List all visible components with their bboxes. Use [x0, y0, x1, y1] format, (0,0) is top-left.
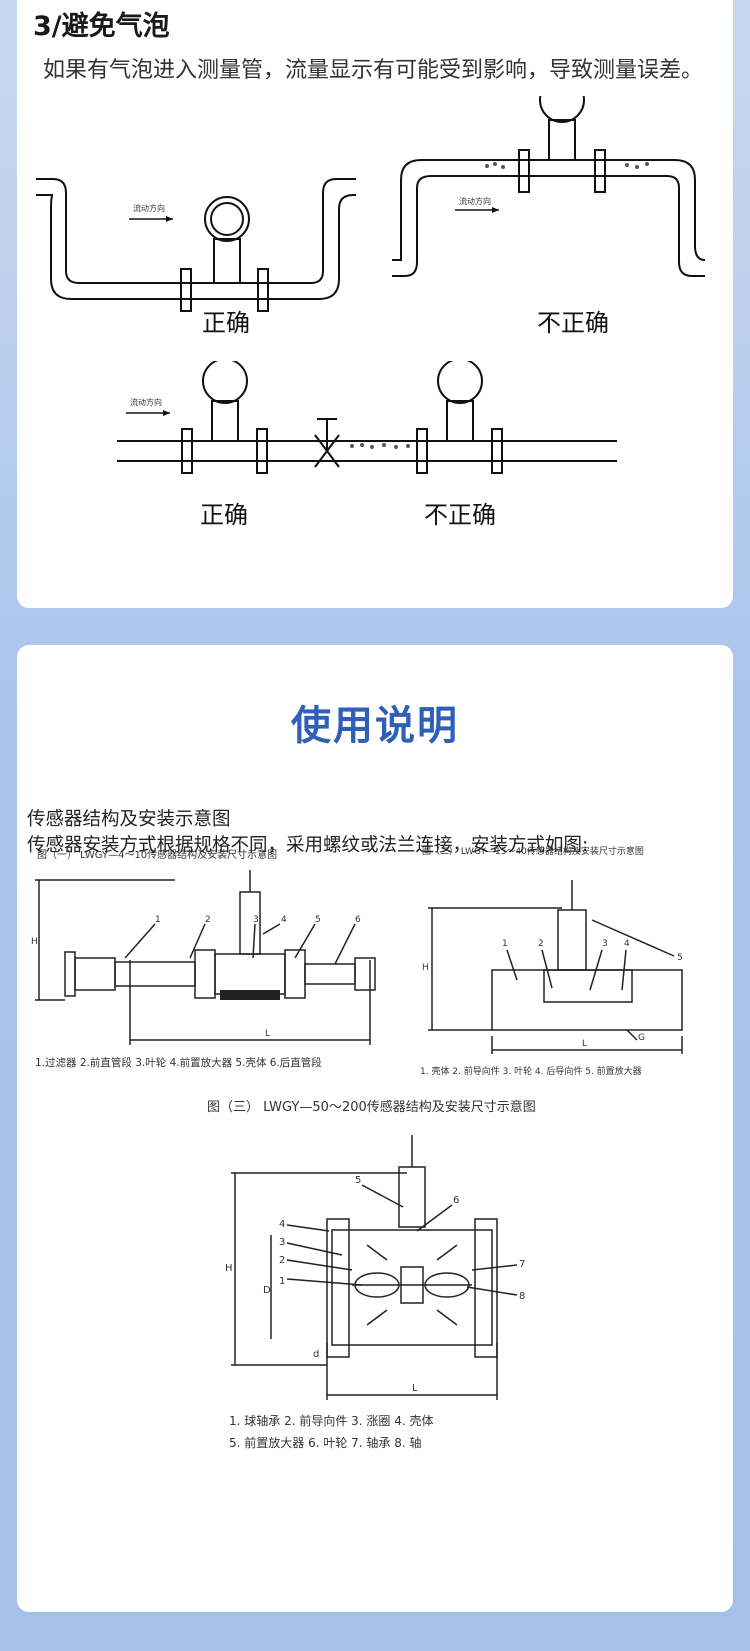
fig1-label-5: 5	[315, 915, 321, 925]
fig1-label-1: 1	[155, 915, 161, 925]
figure-2-lwgy-15-40: 图（二） LWGY—15～40传感器结构及安装尺寸示意图 H L 1 2 3 4	[412, 840, 712, 1094]
fig2-label-g: G	[638, 1033, 645, 1043]
figure-valve-line: 流动方向 正确 不正确	[112, 358, 632, 540]
figure-1-lwgy-4-10: 图（一） LWGY—4～10传感器结构及安装尺寸示意图	[25, 840, 410, 1084]
fig3-label-4: 4	[279, 1219, 285, 1230]
fig2-legend: 1. 壳体 2. 前导向件 3. 叶轮 4. 后导向件 5. 前置放大器	[420, 1065, 642, 1077]
section-title: 3/避免气泡	[33, 11, 170, 42]
fig3-label-2: 2	[279, 1255, 285, 1266]
fig2-label-4: 4	[624, 939, 630, 949]
fig3-legend-2: 5. 前置放大器 6. 叶轮 7. 轴承 8. 轴	[229, 1435, 422, 1450]
fig1-legend: 1.过滤器 2.前直管段 3.叶轮 4.前置放大器 5.壳体 6.后直管段	[35, 1056, 322, 1069]
fig3-label-1: 1	[279, 1276, 285, 1287]
fig3-label-8: 8	[519, 1291, 525, 1302]
flow-direction-label-3: 流动方向	[130, 397, 162, 407]
fig2-label-3: 3	[602, 939, 608, 949]
desc-line-1: 传感器结构及安装示意图	[27, 809, 231, 830]
fig3-label-6: 6	[453, 1195, 459, 1206]
fig2-label-2: 2	[538, 939, 544, 949]
section-paragraph: 如果有气泡进入测量管，流量显示有可能受到影响，导致测量误差。	[43, 58, 704, 83]
flow-direction-label-2: 流动方向	[459, 196, 491, 206]
fig1-label-4: 4	[281, 915, 287, 925]
fig2-title: 图（二） LWGY—15～40传感器结构及安装尺寸示意图	[422, 845, 644, 857]
fig2-label-5: 5	[677, 953, 683, 963]
fig3-dim-h: H	[225, 1263, 233, 1274]
flow-direction-label: 流动方向	[133, 203, 165, 213]
caption-incorrect-2: 不正确	[424, 501, 496, 529]
fig1-title: 图（一） LWGY—4～10传感器结构及安装尺寸示意图	[37, 848, 277, 861]
fig3-label-3: 3	[279, 1237, 285, 1248]
fig1-label-3: 3	[253, 915, 259, 925]
fig3-dim-l: L	[412, 1383, 418, 1394]
fig3-label-5: 5	[355, 1175, 361, 1186]
fig2-dim-l: L	[582, 1039, 587, 1049]
fig3-legend-1: 1. 球轴承 2. 前导向件 3. 涨圈 4. 壳体	[229, 1413, 434, 1428]
usage-section-card: 使用说明 传感器结构及安装示意图 传感器安装方式根据规格不同，采用螺纹或法兰连接…	[17, 645, 733, 1612]
fig1-label-2: 2	[205, 915, 211, 925]
fig1-dim-h: H	[31, 937, 38, 947]
figure-3-lwgy-50-200: 图（三） LWGY—50～200传感器结构及安装尺寸示意图	[167, 1095, 587, 1469]
fig2-dim-h: H	[422, 963, 429, 973]
caption-correct-1: 正确	[202, 309, 250, 337]
usage-title: 使用说明	[291, 703, 459, 749]
fig3-label-7: 7	[519, 1259, 525, 1270]
fig3-title: 图（三） LWGY—50～200传感器结构及安装尺寸示意图	[207, 1099, 536, 1115]
usage-description: 传感器结构及安装示意图 传感器安装方式根据规格不同，采用螺纹或法兰连接，安装方式…	[27, 807, 727, 859]
bubble-section-card: 3/避免气泡 如果有气泡进入测量管，流量显示有可能受到影响，导致测量误差。 流动…	[17, 0, 733, 608]
fig1-dim-l: L	[265, 1029, 270, 1039]
desc-line-2: 传感器安装方式根据规格不同，采用螺纹或法兰连接，安装方式如图:	[27, 835, 589, 856]
caption-correct-2: 正确	[200, 501, 248, 529]
fig1-label-6: 6	[355, 915, 361, 925]
fig3-dim-d-small: d	[313, 1349, 319, 1360]
fig3-dim-d: D	[263, 1285, 271, 1296]
fig2-label-1: 1	[502, 939, 508, 949]
figure-correct-dip: 流动方向 正确	[31, 171, 371, 350]
figure-incorrect-hump: 流动方向 不正确	[387, 77, 727, 350]
caption-incorrect-1: 不正确	[537, 309, 609, 337]
